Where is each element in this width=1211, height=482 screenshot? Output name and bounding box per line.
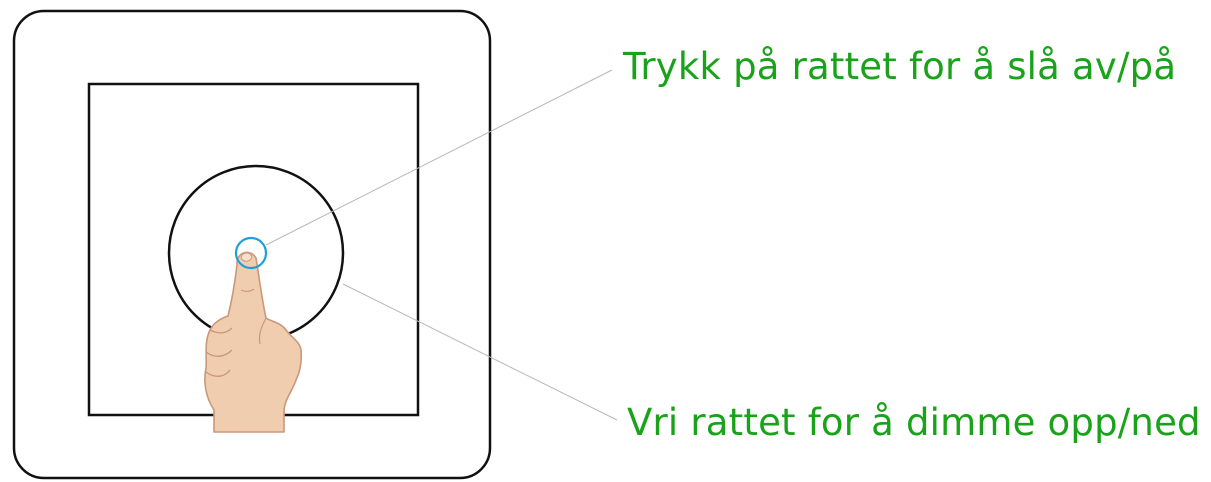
press-instruction-label: Trykk på rattet for å slå av/på	[623, 45, 1177, 88]
pointing-finger-icon	[204, 251, 303, 433]
leader-line-press	[265, 69, 613, 246]
leader-line-turn	[342, 283, 618, 421]
turn-instruction-label: Vri rattet for å dimme opp/ned	[627, 401, 1201, 444]
touch-ring-icon	[234, 236, 268, 270]
